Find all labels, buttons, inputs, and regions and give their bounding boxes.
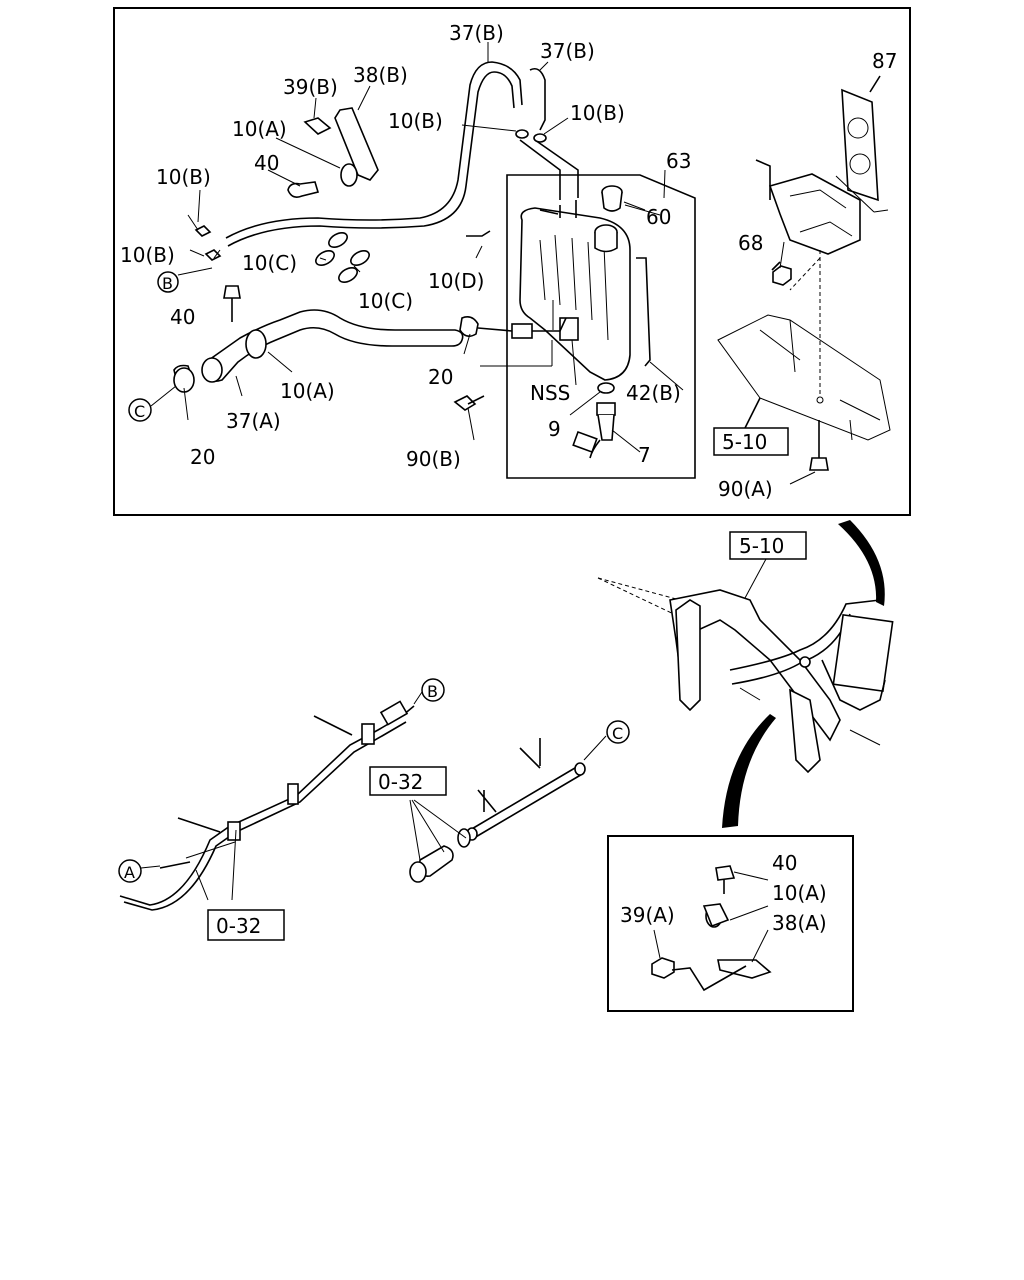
callout-7: 7 xyxy=(638,443,651,467)
inset-detail-frame xyxy=(607,835,854,1012)
circle-marker-a-low: A xyxy=(118,859,161,883)
boxed-ref-0-32-low-label: 0-32 xyxy=(216,914,261,938)
callout-10a-2: 10(A) xyxy=(280,379,335,403)
callout-40-2: 40 xyxy=(170,305,195,329)
inset-parts xyxy=(651,865,772,992)
circle-marker-b-mid-label: B xyxy=(427,682,438,701)
callout-68: 68 xyxy=(738,231,763,255)
callout-10b-4: 10(B) xyxy=(120,243,175,267)
upper-hose-assembly xyxy=(225,61,579,247)
callout-10b-3: 10(B) xyxy=(156,165,211,189)
callout-10b-1: 10(B) xyxy=(388,109,443,133)
callout-42b: 42(B) xyxy=(626,381,681,405)
callout-20-1: 20 xyxy=(190,445,215,469)
callout-37b-2: 37(B) xyxy=(540,39,595,63)
inset-callout-10a: 10(A) xyxy=(772,881,827,905)
reservoir-tank xyxy=(519,207,631,381)
bracket-38b-part xyxy=(287,107,379,198)
boxed-ref-0-32-mid: 0-32 xyxy=(369,766,447,796)
callout-37a: 37(A) xyxy=(226,409,281,433)
circle-marker-b-top: B xyxy=(157,271,179,293)
inset-callout-40: 40 xyxy=(772,851,797,875)
callout-9: 9 xyxy=(548,417,561,441)
boxed-ref-0-32-mid-label: 0-32 xyxy=(378,770,423,794)
callout-labels: 37(B) 37(B) 39(B) 38(B) 10(A) 10(B) 10(B… xyxy=(120,21,897,935)
washer-part xyxy=(597,382,615,394)
callout-10c-1: 10(C) xyxy=(242,251,297,275)
reservoir-group-frame xyxy=(506,174,696,479)
frame-section-top xyxy=(717,314,891,441)
inset-callout-39a: 39(A) xyxy=(620,903,675,927)
zoom-arrow-top xyxy=(838,520,885,606)
circle-marker-b-top-label: B xyxy=(162,274,173,293)
hose-clamps-10c xyxy=(315,231,370,284)
circle-marker-b-mid: B xyxy=(421,678,445,702)
steel-pipe-assembly-right xyxy=(409,738,586,883)
callout-10c-2: 10(C) xyxy=(358,289,413,313)
callout-nss: NSS xyxy=(530,381,570,405)
callout-10b-2: 10(B) xyxy=(570,101,625,125)
callout-20-2: 20 xyxy=(428,365,453,389)
callout-63: 63 xyxy=(666,149,691,173)
boxed-ref-5-10-mid-label: 5-10 xyxy=(739,534,784,558)
circle-marker-c-top-label: C xyxy=(134,402,145,421)
callout-90a: 90(A) xyxy=(718,477,773,501)
callout-39b: 39(B) xyxy=(283,75,338,99)
level-sensor-part xyxy=(572,402,616,459)
callout-60: 60 xyxy=(646,205,671,229)
circle-marker-c-mid: C xyxy=(606,720,630,744)
boxed-ref-5-10-top-label: 5-10 xyxy=(722,430,767,454)
inset-callout-38a: 38(A) xyxy=(772,911,827,935)
circle-marker-c-top: C xyxy=(128,385,177,422)
circle-marker-c-mid-label: C xyxy=(612,724,623,743)
boxed-ref-0-32-low: 0-32 xyxy=(207,909,285,941)
callout-87: 87 xyxy=(872,49,897,73)
top-detail-frame xyxy=(113,7,911,516)
main-hose-37a xyxy=(201,309,464,383)
zoom-arrow-inset xyxy=(722,714,776,828)
mounting-bracket-87 xyxy=(755,88,889,255)
callout-37b-1: 37(B) xyxy=(449,21,504,45)
boxed-ref-5-10-mid: 5-10 xyxy=(729,531,807,599)
callout-38b: 38(B) xyxy=(353,63,408,87)
reservoir-cap-part xyxy=(601,185,646,212)
circle-marker-a-low-label: A xyxy=(124,863,135,882)
callout-10a-1: 10(A) xyxy=(232,117,287,141)
chassis-overview xyxy=(597,577,894,774)
callout-90b: 90(B) xyxy=(406,447,461,471)
callout-10d: 10(D) xyxy=(428,269,484,293)
callout-40-1: 40 xyxy=(254,151,279,175)
steel-pipe-assembly-left xyxy=(119,700,415,911)
boxed-ref-5-10-top: 5-10 xyxy=(713,427,789,456)
